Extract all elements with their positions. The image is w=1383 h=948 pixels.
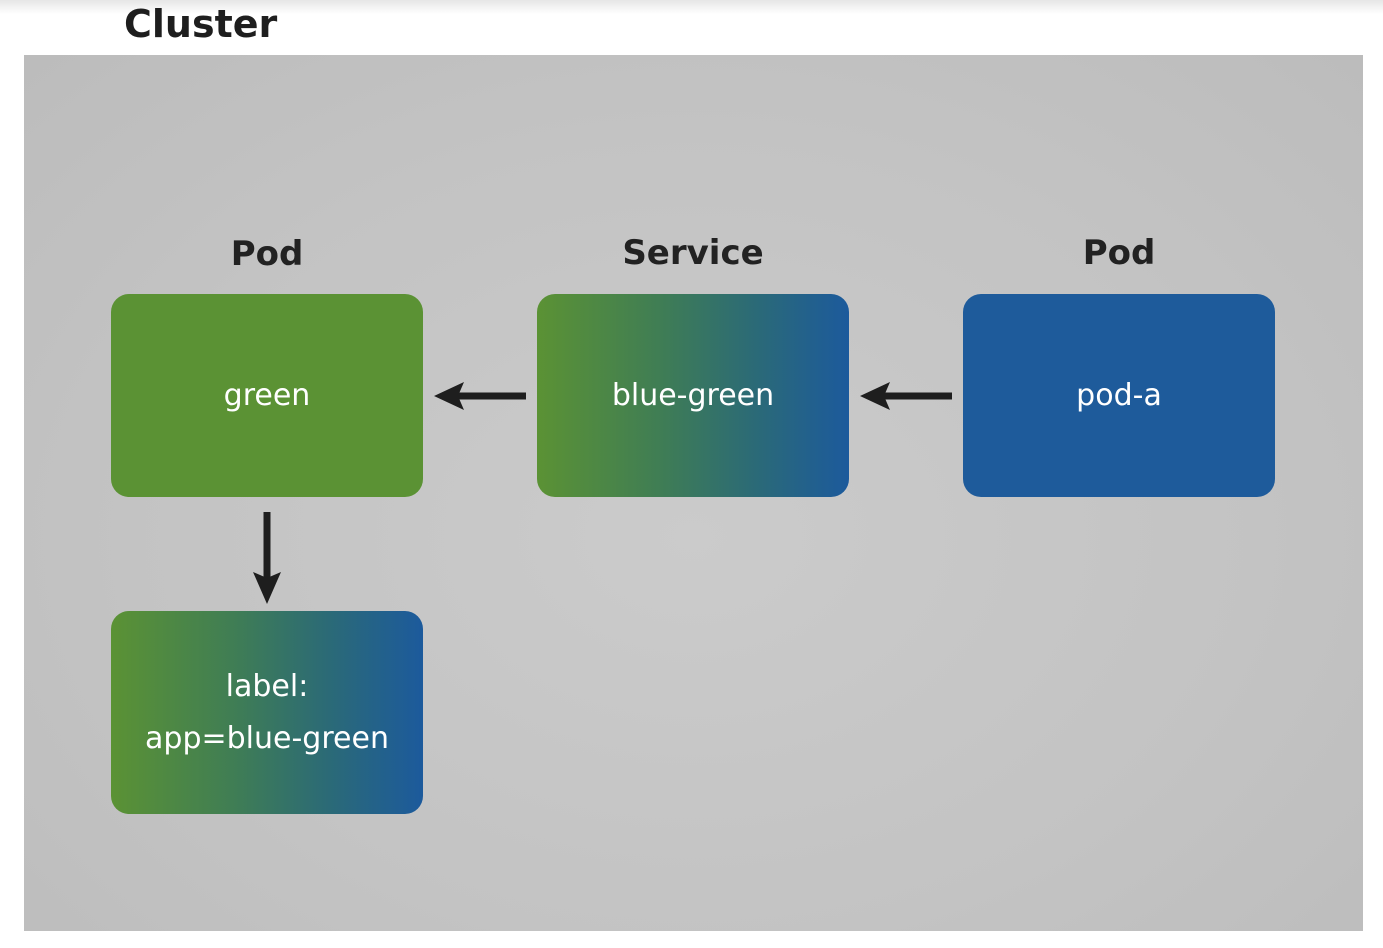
heading-service: Service [622, 233, 764, 273]
service-blue-green-box: blue-green [537, 294, 849, 497]
service-label: blue-green [611, 377, 775, 413]
heading-pod-a: Pod [1082, 233, 1156, 273]
pod-green-box: green [111, 294, 423, 497]
arrow-pod-a-to-service [860, 382, 952, 410]
heading-pod-green: Pod [230, 234, 304, 274]
label-text: label: app=blue-green [145, 661, 389, 765]
pod-green-label: green [223, 377, 311, 413]
label-line-key: label: [225, 668, 309, 704]
pod-a-label: pod-a [1076, 377, 1162, 413]
label-box: label: app=blue-green [111, 611, 423, 814]
arrow-pod-green-to-label [253, 512, 281, 604]
cluster-title: Cluster [124, 2, 278, 46]
label-line-value: app=blue-green [145, 720, 389, 756]
pod-a-box: pod-a [963, 294, 1275, 497]
arrow-service-to-pod-green [434, 382, 526, 410]
